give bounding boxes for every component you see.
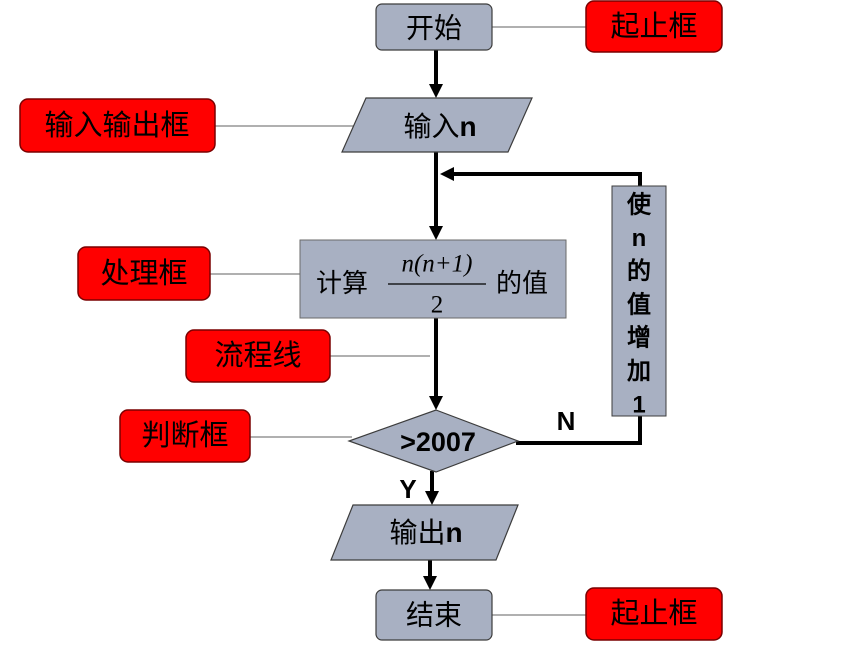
legend-terminal-bottom-box (585, 587, 723, 641)
increment-char: 加 (627, 358, 651, 385)
arrow-start-to-input (429, 50, 443, 98)
legend-input-output-text: 输入输出框 (44, 108, 189, 142)
legend-terminal-top-text: 起止框 (610, 9, 697, 43)
arrow-loop-back (440, 167, 642, 188)
arrow-output-to-end (423, 560, 437, 590)
arrow-compute-to-decision (429, 318, 443, 410)
node-decision: >2007 (347, 409, 520, 473)
flow-arrows (423, 50, 642, 590)
branch-yes-label: Y (399, 474, 416, 504)
arrow-input-to-compute (429, 152, 443, 240)
node-output: 输出n (330, 504, 519, 561)
legend-decision: 判断框 (119, 409, 251, 463)
end-text: 结束 (406, 599, 462, 632)
input-parallelogram-shape (341, 97, 533, 153)
increment-process-shape (611, 185, 667, 417)
compute-process-shape (299, 239, 567, 319)
start-text: 开始 (406, 12, 462, 45)
compute-denominator: 2 (431, 292, 444, 319)
legend-process-box (77, 246, 211, 301)
increment-char: 使 (626, 192, 652, 219)
compute-numerator: n(n+1) (401, 251, 472, 278)
decision-diamond-shape (347, 409, 520, 473)
branch-no-label: N (557, 406, 576, 436)
legend-decision-text: 判断框 (141, 418, 228, 452)
legend-connectors (210, 26, 586, 616)
compute-suffix: 的值 (496, 269, 548, 299)
legend-terminal-top: 起止框 (585, 0, 723, 53)
input-variable: n (459, 111, 476, 142)
node-start: 开始 (375, 3, 493, 51)
decision-condition-text: >2007 (400, 427, 476, 457)
legend-flow-line-text: 流程线 (214, 338, 301, 372)
legend-terminal-bottom: 起止框 (585, 587, 723, 641)
output-parallelogram-shape (330, 504, 519, 561)
increment-char: 的 (627, 257, 651, 285)
node-compute: 计算 n(n+1) 2 的值 (299, 239, 567, 319)
increment-char: 增 (627, 324, 651, 352)
output-variable: n (445, 517, 462, 548)
legend-terminal-bottom-text: 起止框 (610, 596, 697, 630)
start-terminal-shape (375, 3, 493, 51)
legend-process-text: 处理框 (100, 256, 187, 290)
legend-flow-line: 流程线 (185, 329, 331, 383)
legend-flow-line-box (185, 329, 331, 383)
compute-prefix: 计算 (316, 269, 368, 299)
node-end: 结束 (375, 589, 493, 641)
legend-decision-box (119, 409, 251, 463)
input-label: 输入 (403, 110, 459, 143)
increment-char: 值 (627, 290, 651, 318)
output-label: 输出 (389, 516, 445, 549)
input-text: 输入n (403, 110, 476, 143)
node-input: 输入n (341, 97, 533, 153)
increment-char: n (632, 225, 647, 252)
legend-input-output: 输入输出框 (19, 98, 216, 153)
output-text: 输出n (389, 516, 462, 549)
increment-char: 1 (632, 391, 645, 418)
legend-input-output-box (19, 98, 216, 153)
end-terminal-shape (375, 589, 493, 641)
arrow-decision-yes-branch (425, 471, 439, 505)
legend-terminal-top-box (585, 0, 723, 53)
legend-process: 处理框 (77, 246, 211, 301)
arrow-decision-no-branch (516, 416, 642, 445)
